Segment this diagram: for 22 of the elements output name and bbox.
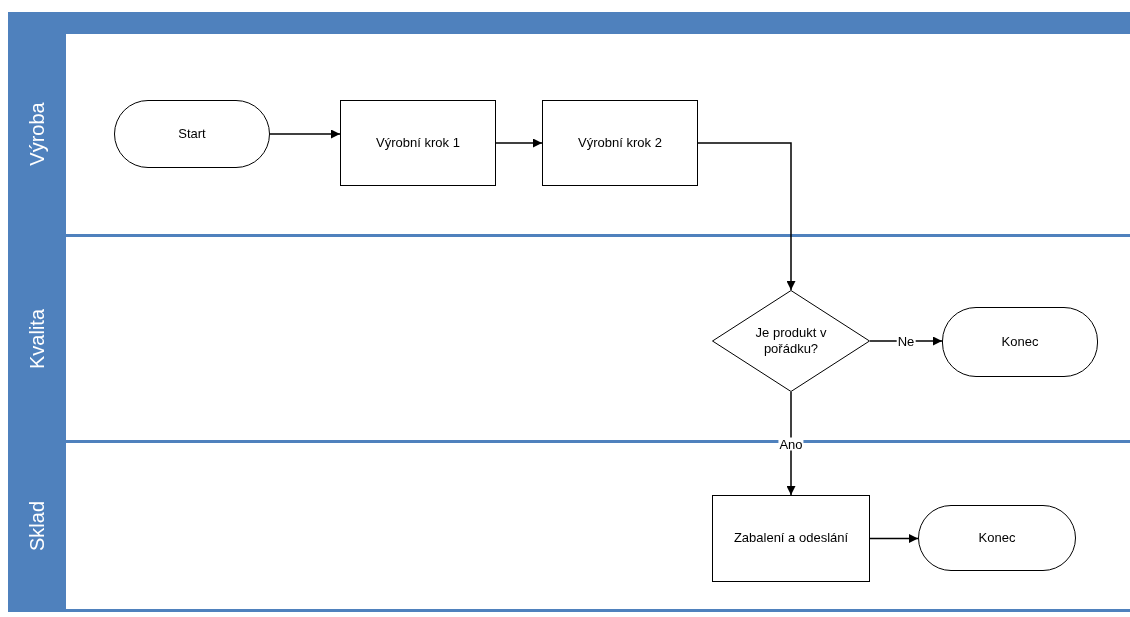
node-label: Je produkt v pořádku?: [754, 324, 828, 358]
edge-label: Ne: [896, 334, 916, 348]
arrow: [697, 142, 796, 291]
edge-label: Ano: [778, 437, 804, 450]
lane-title: Kvalita: [25, 308, 49, 369]
node-label: Výrobní krok 1: [375, 134, 461, 152]
decision-diamond: [712, 290, 870, 392]
arrow: [786, 391, 796, 496]
arrow: [269, 129, 341, 139]
node-label: Konec: [1000, 333, 1040, 351]
node-label: Start: [177, 125, 207, 143]
lane-title: Výroba: [25, 102, 49, 166]
node-label: Konec: [977, 529, 1017, 547]
process-box: [340, 100, 496, 186]
node-label: Výrobní krok 2: [577, 134, 663, 152]
swimlane: [8, 34, 1130, 237]
process-box: [712, 495, 870, 582]
lane-title: Sklad: [25, 501, 49, 551]
process-box: [542, 100, 698, 186]
arrow: [869, 534, 919, 543]
node-label: Zabalení a odeslání: [732, 530, 850, 547]
arrow: [495, 138, 543, 148]
